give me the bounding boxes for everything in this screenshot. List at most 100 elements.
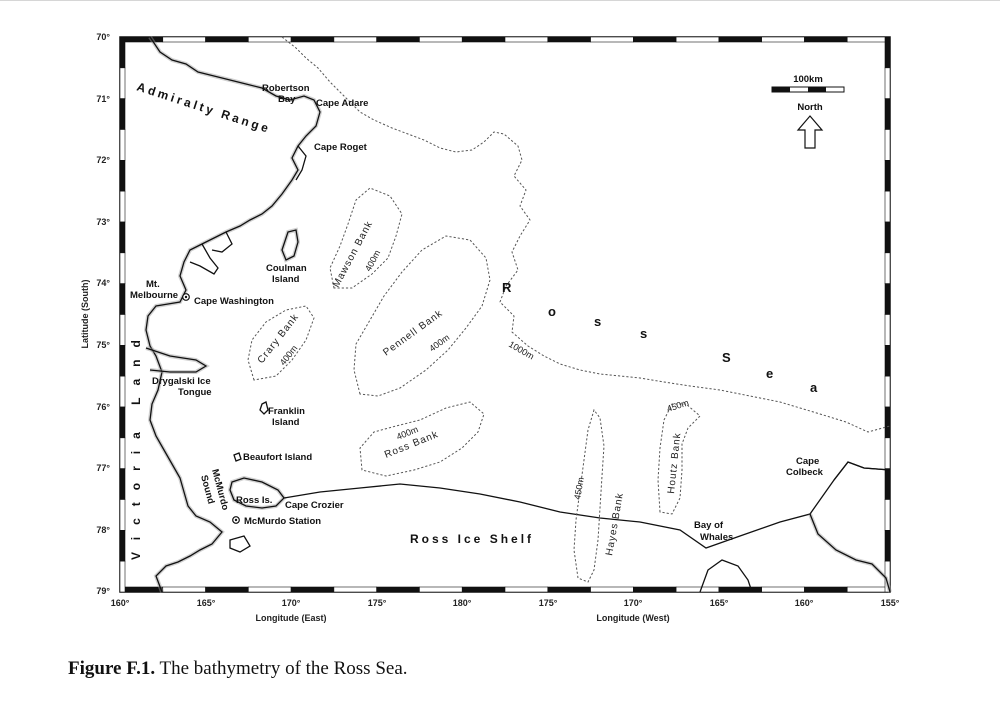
ross-island (229, 477, 285, 509)
frame-tick-segment (633, 36, 677, 43)
frame-tick-segment (119, 252, 126, 284)
frame-tick-segment (718, 586, 762, 593)
frame-tick-segment (119, 530, 126, 562)
frame-tick-segment (884, 468, 891, 500)
label-coulman-1: Coulman (266, 263, 307, 274)
frame-tick-segment (419, 586, 463, 593)
label-mcmurdo-station: McMurdo Station (244, 516, 321, 527)
scale-bar: 100km (771, 74, 845, 93)
drygalski-ice-tongue (145, 347, 208, 373)
ross-sea-letter-3: s (640, 326, 647, 341)
mcmurdo-islet (229, 535, 251, 553)
label-mt-melbourne-1: Mt. (146, 279, 160, 290)
frame-tick-segment (590, 36, 634, 43)
label-beaufort: Beaufort Island (243, 452, 312, 463)
north-arrow-label: North (797, 102, 823, 113)
ross-bank-contour (359, 401, 485, 477)
frame-tick-segment (884, 375, 891, 408)
label-robertson-bay-1: Robertson (262, 83, 310, 94)
ross-sea-map: 70° 71° 72° 73° 74° 75° 76° 77° 78° 79° … (80, 32, 900, 623)
frame-tick-segment (884, 314, 891, 346)
label-franklin-2: Island (272, 417, 300, 428)
lon-tick-155w: 155° (881, 598, 900, 608)
frame-tick-segment (547, 586, 591, 593)
frame-ticks (119, 36, 891, 593)
longitude-tick-labels: 160° 165° 170° 175° 180° 175° 170° 165° … (111, 598, 900, 608)
frame-tick-segment (119, 283, 126, 315)
frame-tick-segment (884, 129, 891, 161)
lon-tick-165e: 165° (197, 598, 216, 608)
frame-tick-segment (675, 586, 720, 593)
lat-tick-73: 73° (96, 217, 110, 227)
frame-tick-segment (846, 586, 891, 593)
figure-caption-label: Figure F.1. (68, 658, 156, 679)
frame-tick-segment (119, 345, 126, 377)
frame-tick-segment (248, 36, 292, 43)
frame-tick-segment (419, 36, 463, 43)
frame-tick-segment (884, 530, 891, 562)
frame-tick-segment (884, 221, 891, 254)
frame-tick-segment (290, 586, 335, 593)
lon-tick-160e: 160° (111, 598, 130, 608)
frame-tick-segment (461, 36, 506, 43)
frame-tick-segment (119, 314, 126, 346)
frame-tick-segment (333, 586, 377, 593)
frame-tick-segment (119, 36, 126, 69)
frame-tick-segment (884, 437, 891, 469)
label-mt-melbourne-2: Melbourne (130, 290, 178, 301)
label-cape-washington: Cape Washington (194, 296, 274, 307)
ross-sea-letter-4: S (722, 350, 731, 365)
frame-tick-segment (119, 190, 126, 223)
frame-tick-segment (119, 36, 164, 43)
figure-caption-text: The bathymetry of the Ross Sea. (155, 658, 408, 679)
frame-tick-segment (761, 586, 805, 593)
label-bay-of-whales-2: Whales (700, 532, 733, 543)
ross-sea-letter-0: R (502, 280, 512, 295)
frame-tick-segment (119, 499, 126, 531)
frame-tick-segment (804, 586, 848, 593)
frame-tick-segment (119, 67, 126, 99)
x-axis-title-east: Longitude (East) (256, 613, 327, 623)
x-axis-title-west: Longitude (West) (596, 613, 669, 623)
frame-tick-segment (119, 98, 126, 130)
frame-tick-segment (884, 67, 891, 99)
frame-tick-segment (590, 586, 634, 593)
lon-tick-175e: 175° (368, 598, 387, 608)
frame-tick-segment (119, 406, 126, 439)
ross-sea-letter-5: e (766, 366, 773, 381)
frame-tick-segment (504, 36, 549, 43)
frame-tick-segment (884, 406, 891, 439)
label-cape-colbeck-1: Cape (796, 456, 819, 467)
label-ross-is: Ross Is. (236, 495, 272, 506)
franklin-island (259, 401, 269, 415)
label-robertson-bay-2: Bay (278, 94, 296, 105)
lon-tick-165w: 165° (710, 598, 729, 608)
beaufort-island (233, 452, 242, 462)
frame-tick-segment (718, 36, 762, 43)
frame-tick-segment (162, 36, 206, 43)
frame-tick-segment (884, 36, 891, 69)
victoria-land-coastline (143, 35, 323, 593)
cape-colbeck-headland (833, 461, 891, 481)
top-rule (0, 0, 1000, 1)
frame-tick-segment (633, 586, 677, 593)
frame-tick-segment (884, 252, 891, 284)
frame-tick-segment (119, 560, 126, 593)
label-bay-of-whales-1: Bay of (694, 520, 724, 531)
frame-tick-segment (846, 36, 891, 43)
ross-sea-letter-2: s (594, 314, 601, 329)
frame-tick-segment (119, 221, 126, 254)
lon-tick-175w: 175° (539, 598, 558, 608)
label-cape-crozier: Cape Crozier (285, 500, 344, 511)
label-franklin-1: Franklin (268, 406, 305, 417)
frame-tick-segment (884, 283, 891, 315)
frame-tick-segment (205, 36, 249, 43)
lat-tick-70: 70° (96, 32, 110, 42)
lon-tick-170w: 170° (624, 598, 643, 608)
frame-tick-segment (884, 98, 891, 130)
lat-tick-77: 77° (96, 463, 110, 473)
frame-tick-segment (504, 586, 549, 593)
frame-tick-segment (547, 36, 591, 43)
coulman-island (281, 229, 299, 261)
frame-tick-segment (119, 586, 164, 593)
